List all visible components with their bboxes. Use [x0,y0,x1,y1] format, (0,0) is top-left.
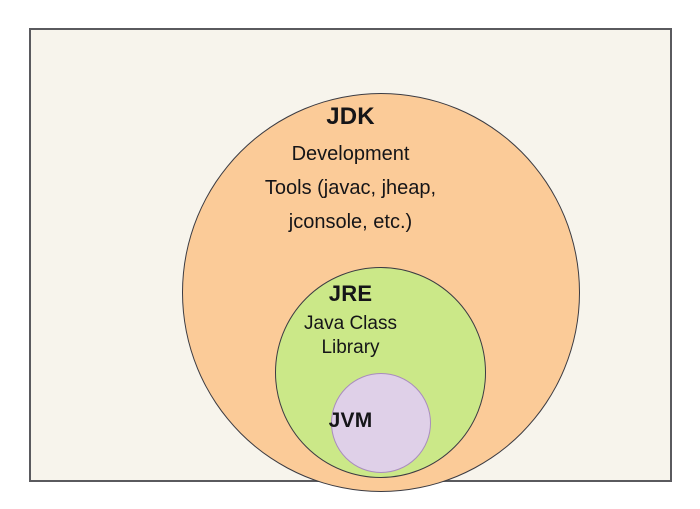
jvm-label-group: JVM [31,408,670,434]
jdk-description-line-1: Development [291,143,410,165]
jvm-circle [331,373,431,473]
jdk-label-group: JDK Development Tools (javac, jheap, jco… [31,102,670,239]
jre-title: JRE [328,281,373,306]
diagram-frame: JDK Development Tools (javac, jheap, jco… [29,28,672,492]
jdk-description-line-2: Tools (javac, jheap, [264,177,437,199]
jre-label-group: JRE Java Class Library [31,280,670,360]
jre-description-line-1: Java Class [304,313,397,334]
jre-description: Java Class Library [31,312,670,360]
jdk-title: JDK [326,103,375,130]
jre-description-line-2: Library [321,337,380,358]
jdk-description: Development Tools (javac, jheap, jconsol… [31,137,670,239]
jvm-title: JVM [328,409,373,432]
jdk-description-line-3: jconsole, etc.) [288,211,413,233]
